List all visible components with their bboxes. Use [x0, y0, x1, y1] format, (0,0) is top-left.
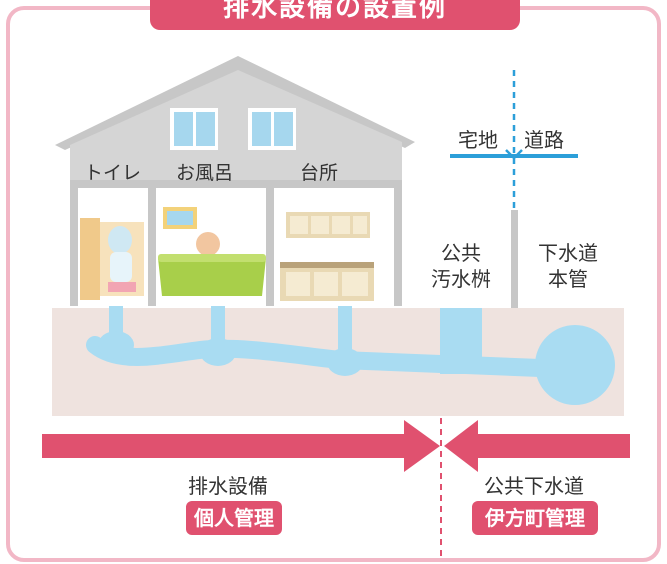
boundary-post [511, 210, 518, 308]
label-toilet: トイレ [84, 162, 142, 184]
upper-window-left [170, 108, 218, 150]
badge-private-management: 個人管理 [186, 501, 282, 535]
kitchen-illustration [280, 212, 374, 301]
house-wall-left [70, 180, 78, 306]
label-bath: お風呂 [176, 162, 234, 184]
label-sewer-main-line2: 本管 [548, 267, 588, 291]
toilet-illustration [80, 218, 144, 300]
house-wall-right [394, 180, 402, 306]
house-wall-1 [148, 180, 156, 306]
house-gable [70, 70, 402, 185]
page-title: 排水設備の設置例 [150, 0, 520, 30]
badge-town-management: 伊方町管理 [472, 501, 598, 535]
public-basin [440, 308, 482, 374]
arrow-private [42, 420, 440, 472]
label-residential-land: 宅地 [458, 128, 498, 152]
label-kitchen: 台所 [300, 162, 339, 184]
house-wall-2 [266, 180, 274, 306]
sewer-main-pipe [535, 325, 615, 405]
label-public-basin: 公共 汚水桝 [424, 240, 498, 292]
label-public-basin-line1: 公共 [441, 241, 481, 265]
label-sewer-main-line1: 下水道 [538, 241, 598, 265]
label-drainage-facility: 排水設備 [188, 474, 268, 498]
label-public-basin-line2: 汚水桝 [431, 267, 491, 291]
bath-illustration [158, 207, 266, 296]
upper-window-right [248, 108, 296, 150]
label-road: 道路 [524, 128, 564, 152]
drain-pipe [86, 306, 549, 377]
arrow-public [444, 420, 630, 472]
boundary-marker [450, 70, 578, 210]
label-public-sewer: 公共下水道 [484, 474, 584, 498]
house-beam [70, 180, 402, 188]
label-sewer-main: 下水道 本管 [528, 240, 608, 292]
